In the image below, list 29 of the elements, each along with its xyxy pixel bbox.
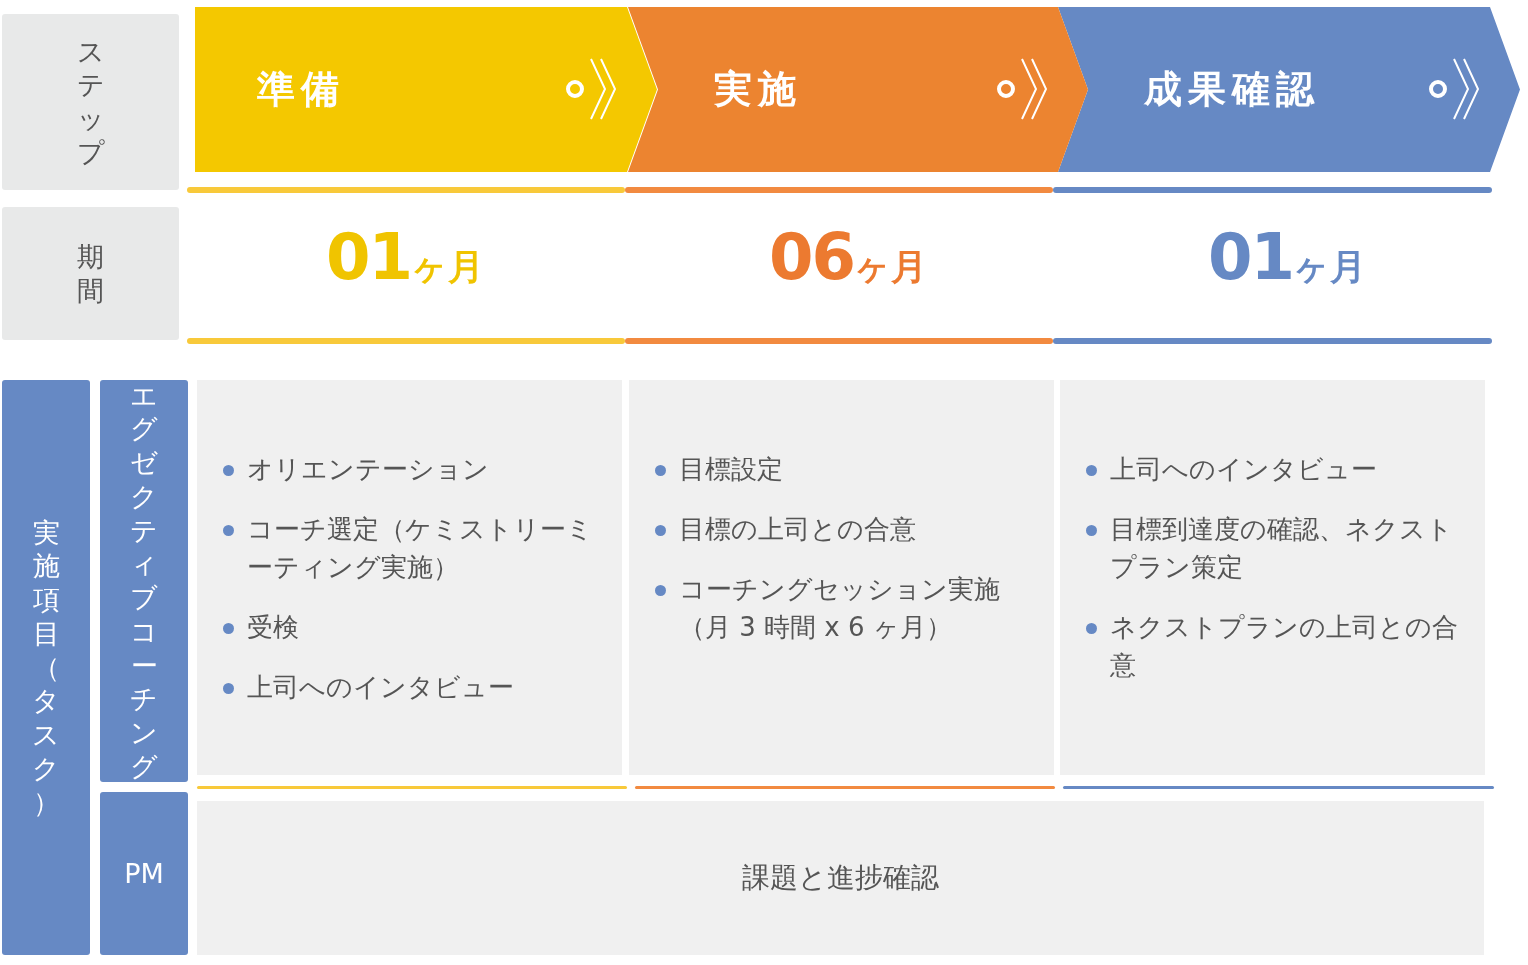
row-header xyxy=(2,380,90,955)
duration-label: 06ヶ月 xyxy=(768,220,928,294)
task-text: 課題と進捗確認 xyxy=(742,860,939,896)
bullet-item: 目標到達度の確認、ネクストプラン策定 xyxy=(1086,510,1465,586)
duration-label: 01ヶ月 xyxy=(325,220,485,294)
header-text: 実施項目（タスク） xyxy=(31,515,61,820)
bullet-item: 上司へのインタビュー xyxy=(1086,450,1377,488)
bullet-item: 上司へのインタビュー xyxy=(223,668,514,706)
header-text: エグゼクティブコーチング xyxy=(129,378,159,784)
bullet-item: 目標設定 xyxy=(655,450,783,488)
step-banner xyxy=(195,7,657,172)
duration-label: 01ヶ月 xyxy=(1207,220,1367,294)
bullet-item: 受検 xyxy=(223,608,299,646)
bullet-item: オリエンテーション xyxy=(223,450,489,488)
bullet-item: 目標の上司との合意 xyxy=(655,510,916,548)
row-header xyxy=(100,792,188,955)
bullet-item: コーチ選定（ケミストリーミーティング実施） xyxy=(223,510,602,586)
header-text: 期間 xyxy=(76,239,105,308)
step-title: 実施 xyxy=(714,66,802,113)
step-title: 準備 xyxy=(257,66,345,113)
row-header xyxy=(100,380,188,782)
header-text: ステップ xyxy=(76,34,105,170)
task-panel xyxy=(1060,380,1485,775)
task-panel xyxy=(629,380,1054,775)
header-text: PM xyxy=(124,858,164,889)
task-panel xyxy=(197,380,622,775)
bullet-item: ネクストプランの上司との合意 xyxy=(1086,608,1465,684)
step-title: 成果確認 xyxy=(1144,66,1320,113)
bullet-item: コーチングセッション実施（月 3 時間 x 6 ヶ月） xyxy=(655,570,1034,646)
